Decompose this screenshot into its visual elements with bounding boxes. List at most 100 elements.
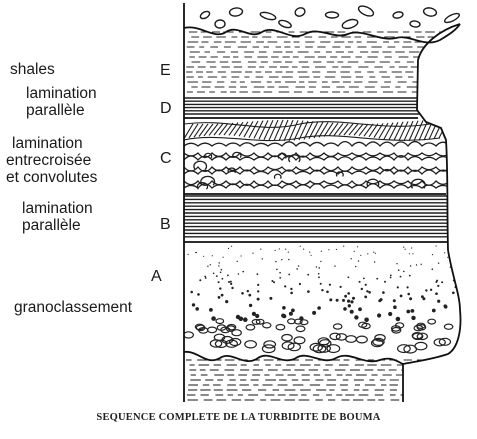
sand-grain bbox=[285, 249, 286, 250]
sand-grain bbox=[393, 305, 397, 309]
sand-grain bbox=[320, 283, 322, 285]
sand-grain bbox=[279, 248, 280, 249]
unit-c-label-line1: lamination bbox=[12, 136, 83, 152]
sand-grain bbox=[303, 249, 304, 250]
sand-grain bbox=[347, 292, 350, 295]
sand-grain bbox=[350, 310, 354, 314]
sand-grain bbox=[375, 253, 376, 254]
unit-e-label-line1: shales bbox=[10, 62, 55, 78]
unit-c-label-line2: entrecroisée bbox=[6, 153, 91, 169]
sand-grain bbox=[435, 281, 437, 283]
sand-grain bbox=[269, 297, 272, 300]
sand-grain bbox=[329, 284, 331, 286]
sand-grain bbox=[237, 261, 238, 262]
sand-grain bbox=[364, 318, 369, 323]
sand-grain bbox=[220, 272, 222, 274]
sand-grain bbox=[348, 276, 350, 278]
sand-grain bbox=[452, 248, 453, 249]
sand-grain bbox=[343, 307, 347, 311]
sand-grain bbox=[221, 294, 224, 297]
sand-grain bbox=[361, 288, 363, 290]
sand-grain bbox=[388, 312, 392, 316]
sand-grain bbox=[271, 280, 273, 282]
sand-grain bbox=[230, 281, 232, 283]
sand-grain bbox=[359, 281, 361, 283]
unit-d-label-line2: parallèle bbox=[26, 103, 85, 119]
sand-grain bbox=[212, 255, 213, 256]
sand-grain bbox=[307, 274, 309, 276]
sand-grain bbox=[288, 252, 289, 253]
sand-grain bbox=[407, 293, 410, 296]
unit-a-label-line1: granoclassement bbox=[14, 300, 132, 316]
sand-grain bbox=[343, 246, 344, 247]
sand-grain bbox=[454, 247, 455, 248]
sand-grain bbox=[366, 290, 368, 292]
sand-grain bbox=[231, 287, 233, 289]
sand-grain bbox=[249, 304, 252, 307]
sand-grain bbox=[374, 261, 375, 262]
sand-grain bbox=[321, 251, 322, 252]
sand-grain bbox=[219, 287, 221, 289]
sand-grain bbox=[409, 253, 410, 254]
sand-grain bbox=[290, 292, 293, 295]
sand-grain bbox=[321, 289, 323, 291]
sand-grain bbox=[252, 253, 253, 254]
sand-grain bbox=[291, 309, 295, 313]
sand-grain bbox=[421, 295, 424, 298]
sand-grain bbox=[412, 253, 413, 254]
sand-grain bbox=[437, 300, 440, 303]
sand-grain bbox=[342, 299, 345, 302]
sand-grain bbox=[437, 285, 439, 287]
sand-grain bbox=[273, 281, 275, 283]
sand-grain bbox=[354, 315, 358, 319]
sand-grain bbox=[284, 285, 286, 287]
sand-grain bbox=[430, 289, 432, 291]
sand-grain bbox=[230, 283, 232, 285]
sand-grain bbox=[296, 268, 298, 270]
sand-grain bbox=[282, 306, 286, 310]
sand-grain bbox=[367, 253, 368, 254]
sand-grain bbox=[207, 266, 208, 267]
sand-grain bbox=[219, 262, 220, 263]
sand-grain bbox=[444, 304, 447, 307]
sand-grain bbox=[441, 281, 443, 283]
unit-c-label-line3: et convolutes bbox=[6, 170, 97, 186]
sand-grain bbox=[222, 278, 224, 280]
sand-grain bbox=[216, 275, 218, 277]
sand-grain bbox=[289, 312, 293, 316]
sand-grain bbox=[257, 298, 260, 301]
sand-grain bbox=[329, 298, 332, 301]
sand-grain bbox=[318, 276, 320, 278]
sand-grain bbox=[228, 281, 230, 283]
sand-grain bbox=[257, 273, 259, 275]
sand-grain bbox=[403, 247, 404, 248]
sand-grain bbox=[316, 266, 317, 267]
sand-grain bbox=[397, 286, 399, 288]
sand-grain bbox=[406, 310, 410, 314]
sand-grain bbox=[360, 255, 361, 256]
sand-grain bbox=[351, 258, 352, 259]
unit-d-letter: D bbox=[160, 100, 172, 118]
sand-grain bbox=[350, 300, 353, 303]
sand-grain bbox=[358, 307, 362, 311]
sand-grain bbox=[336, 249, 337, 250]
sand-grain bbox=[275, 250, 276, 251]
sand-grain bbox=[213, 273, 215, 275]
sand-grain bbox=[452, 292, 455, 295]
sand-grain bbox=[432, 309, 436, 313]
sand-grain bbox=[192, 303, 195, 306]
sand-grain bbox=[238, 273, 240, 275]
sand-grain bbox=[242, 271, 244, 273]
sand-grain bbox=[311, 255, 312, 256]
sand-grain bbox=[318, 267, 320, 269]
figure-caption: SEQUENCE COMPLETE DE LA TURBIDITE DE BOU… bbox=[0, 412, 477, 423]
sand-grain bbox=[257, 284, 259, 286]
sand-grain bbox=[199, 279, 201, 281]
sand-grain bbox=[298, 265, 299, 266]
sand-grain bbox=[411, 316, 415, 320]
sand-grain bbox=[300, 246, 301, 247]
sand-grain bbox=[365, 284, 367, 286]
sand-grain bbox=[358, 260, 359, 261]
sand-grain bbox=[355, 266, 356, 267]
sand-grain bbox=[231, 246, 232, 247]
